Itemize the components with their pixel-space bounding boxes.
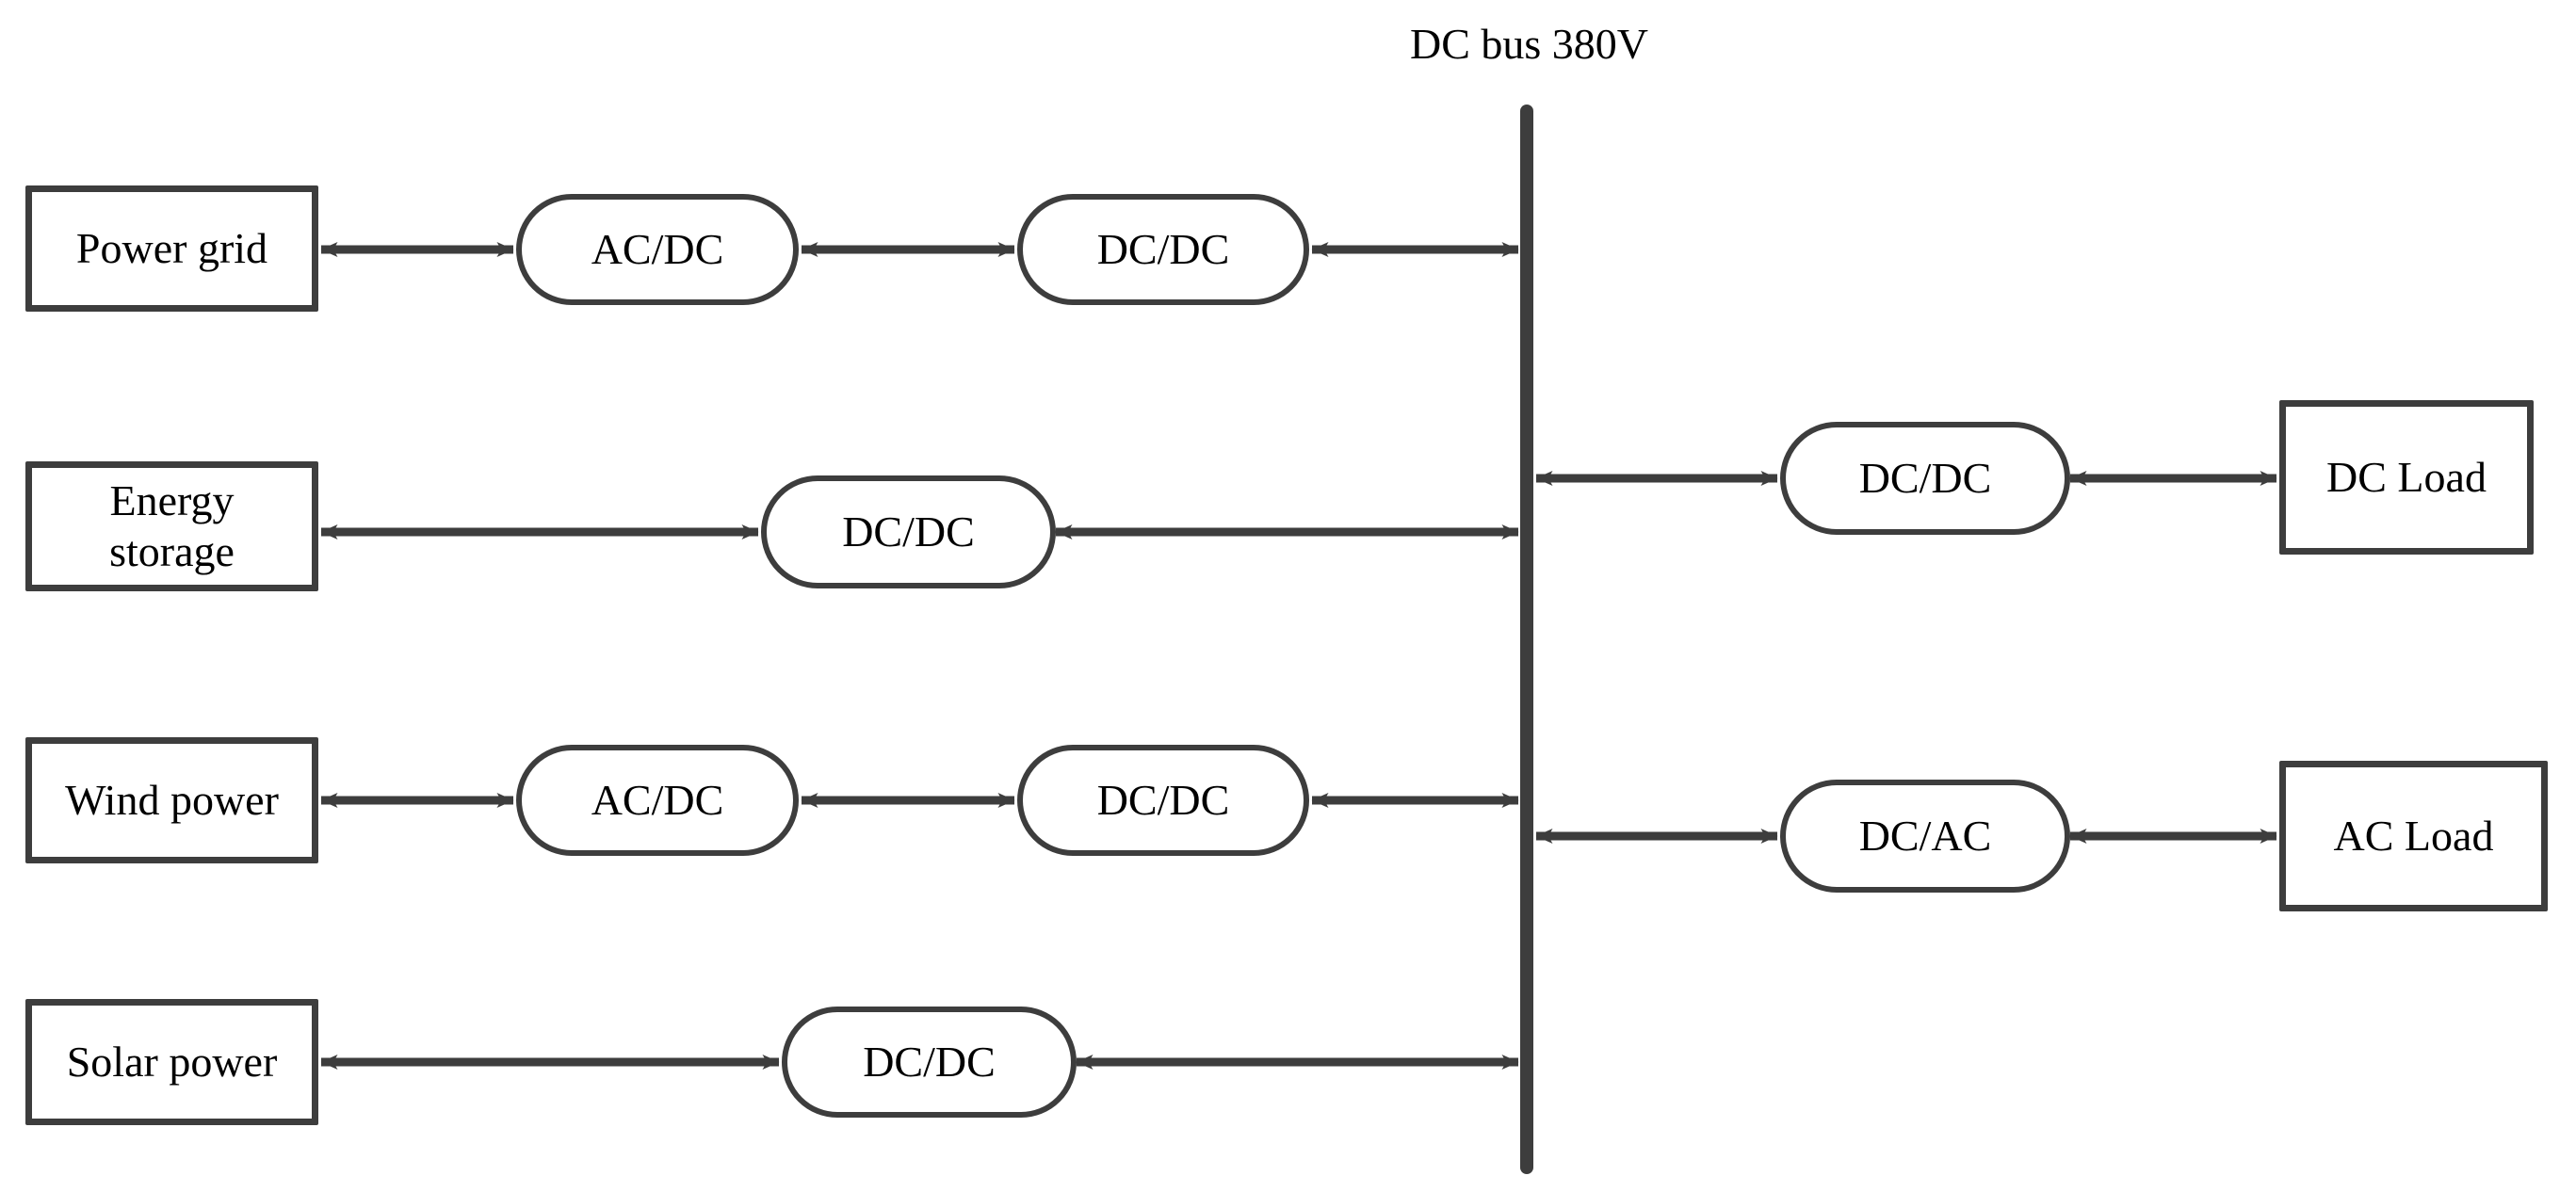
- dc-bus-label: DC bus 380V: [1410, 20, 1649, 68]
- source-box-solar-power[interactable]: Solar power: [25, 999, 318, 1125]
- source-label-energy-storage-line1: Energy: [109, 475, 235, 524]
- source-label-wind-power: Wind power: [65, 775, 279, 824]
- converter-grid-ac-dc[interactable]: AC/DC: [516, 194, 799, 305]
- source-box-power-grid[interactable]: Power grid: [25, 185, 318, 312]
- converter-wind-ac-dc[interactable]: AC/DC: [516, 745, 799, 856]
- source-box-wind-power[interactable]: Wind power: [25, 737, 318, 863]
- load-box-ac-load[interactable]: AC Load: [2279, 761, 2548, 911]
- converter-wind-dc-dc[interactable]: DC/DC: [1017, 745, 1309, 856]
- converter-grid-dc-dc[interactable]: DC/DC: [1017, 194, 1309, 305]
- source-label-solar-power: Solar power: [66, 1037, 278, 1086]
- converter-dcload-dc-dc[interactable]: DC/DC: [1780, 422, 2070, 535]
- converter-label-acload-dc-ac: DC/AC: [1858, 811, 1992, 860]
- load-label-dc-load: DC Load: [2326, 452, 2487, 501]
- converter-acload-dc-ac[interactable]: DC/AC: [1780, 780, 2070, 893]
- source-box-energy-storage[interactable]: Energy storage: [25, 461, 318, 591]
- load-box-dc-load[interactable]: DC Load: [2279, 400, 2534, 555]
- converter-label-grid-dc-dc: DC/DC: [1096, 224, 1230, 273]
- converter-label-storage-dc-dc: DC/DC: [842, 507, 975, 556]
- converter-storage-dc-dc[interactable]: DC/DC: [761, 475, 1056, 588]
- load-label-ac-load: AC Load: [2333, 811, 2494, 860]
- converter-label-wind-dc-dc: DC/DC: [1096, 775, 1230, 824]
- converter-label-solar-dc-dc: DC/DC: [863, 1037, 996, 1086]
- converter-label-dcload-dc-dc: DC/DC: [1858, 453, 1992, 502]
- source-label-power-grid: Power grid: [75, 223, 268, 272]
- converter-label-wind-ac-dc: AC/DC: [591, 775, 724, 824]
- source-label-energy-storage-line2: storage: [109, 527, 235, 575]
- converter-solar-dc-dc[interactable]: DC/DC: [782, 1007, 1077, 1118]
- converter-label-grid-ac-dc: AC/DC: [591, 224, 724, 273]
